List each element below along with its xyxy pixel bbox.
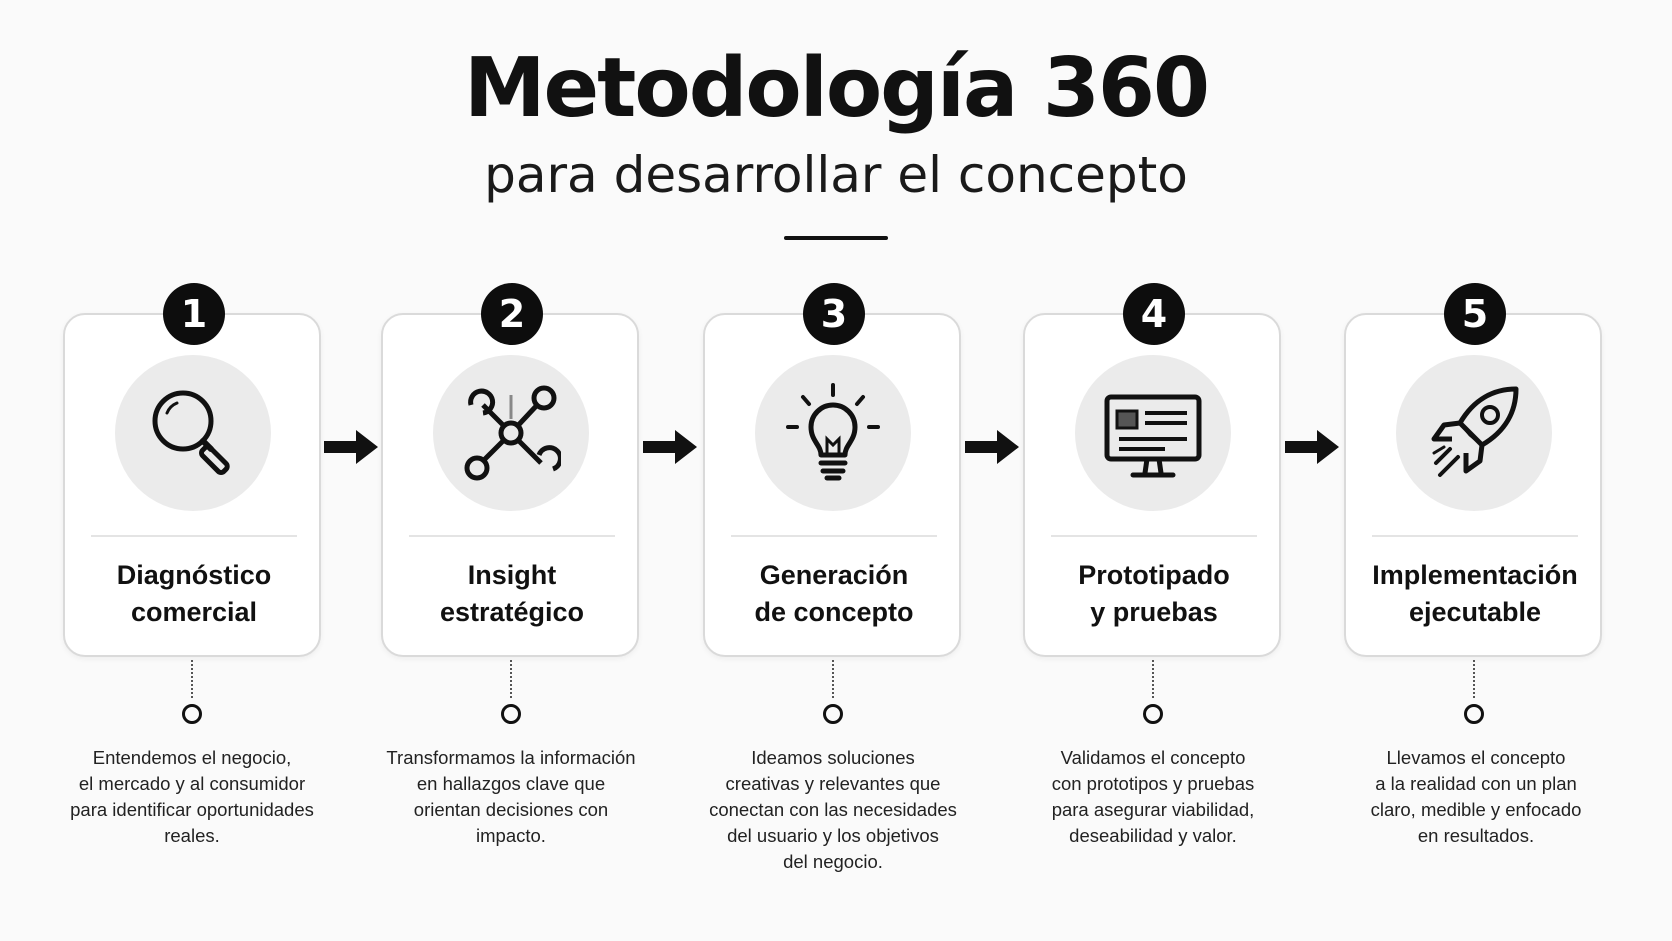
icon-background — [433, 355, 589, 511]
description-line: el mercado y al consumidor — [78, 773, 306, 794]
arrow-right-icon — [1285, 430, 1339, 464]
step-card-1: 1 Diagnóstico comercial — [63, 283, 321, 657]
description-line: creativas y relevantes que — [725, 773, 941, 794]
step-card-2: 2 Insight estratégico — [381, 283, 639, 657]
icon-background — [1396, 355, 1552, 511]
step-title: Generación de concepto — [711, 557, 957, 631]
description-line: para asegurar viabilidad, — [1051, 799, 1255, 820]
step-number-badge: 1 — [163, 283, 225, 345]
description-line: Llevamos el concepto — [1386, 747, 1566, 768]
description-line: en hallazgos clave que — [416, 773, 606, 794]
step-title-line: ejecutable — [1408, 597, 1542, 627]
card-divider — [409, 535, 615, 537]
arrow-right-icon — [324, 430, 378, 464]
card-divider — [731, 535, 937, 537]
page-subtitle: para desarrollar el concepto — [484, 146, 1188, 204]
step-description-3: Ideamos soluciones creativas y relevante… — [698, 745, 968, 875]
card-divider — [91, 535, 297, 537]
dotted-connector — [510, 660, 512, 698]
step-card-4: 4 Prototipado y pruebas — [1023, 283, 1281, 657]
description-line: en resultados. — [1417, 825, 1535, 846]
description-line: con prototipos y pruebas — [1051, 773, 1255, 794]
step-title: Implementación ejecutable — [1352, 557, 1598, 631]
description-line: Entendemos el negocio, — [92, 747, 292, 768]
step-number-badge: 2 — [481, 283, 543, 345]
step-title-line: Diagnóstico — [116, 560, 272, 590]
description-line: orientan decisiones con — [413, 799, 609, 820]
step-description-2: Transformamos la información en hallazgo… — [376, 745, 646, 849]
monitor-icon — [1104, 394, 1202, 478]
step-description-4: Validamos el concepto con prototipos y p… — [1018, 745, 1288, 849]
connector-node — [501, 704, 521, 724]
step-card-3: 3 Generación de concepto — [703, 283, 961, 657]
connector-node — [1143, 704, 1163, 724]
step-number-badge: 3 — [803, 283, 865, 345]
step-title: Diagnóstico comercial — [71, 557, 317, 631]
step-title-line: Prototipado — [1078, 560, 1230, 590]
step-title-line: Insight — [467, 560, 557, 590]
description-line: a la realidad con un plan — [1375, 773, 1577, 794]
connector-node — [1464, 704, 1484, 724]
network-icon — [464, 385, 561, 481]
arrow-right-icon — [643, 430, 697, 464]
step-title-line: Implementación — [1372, 560, 1578, 590]
dotted-connector — [191, 660, 193, 698]
description-line: claro, medible y enfocado — [1370, 799, 1582, 820]
connector-node — [182, 704, 202, 724]
icon-background — [115, 355, 271, 511]
step-description-1: Entendemos el negocio, el mercado y al c… — [57, 745, 327, 849]
description-line: deseabilidad y valor. — [1069, 825, 1237, 846]
icon-background — [1075, 355, 1231, 511]
icon-background — [755, 355, 911, 511]
step-title-line: y pruebas — [1090, 597, 1218, 627]
step-number-badge: 5 — [1444, 283, 1506, 345]
magnifier-icon — [152, 390, 230, 475]
rocket-icon — [1431, 386, 1519, 477]
arrow-right-icon — [965, 430, 1019, 464]
description-line: del negocio. — [783, 851, 883, 872]
description-line: conectan con las necesidades — [709, 799, 957, 820]
description-line: Transformamos la información — [386, 747, 636, 768]
title-divider — [784, 236, 888, 240]
step-title-line: Generación — [759, 560, 909, 590]
step-description-5: Llevamos el concepto a la realidad con u… — [1341, 745, 1611, 849]
dotted-connector — [1473, 660, 1475, 698]
dotted-connector — [1152, 660, 1154, 698]
step-number-badge: 4 — [1123, 283, 1185, 345]
description-line: del usuario y los objetivos — [727, 825, 939, 846]
step-title-line: de concepto — [754, 597, 914, 627]
card-divider — [1372, 535, 1578, 537]
step-card-5: 5 Implementación ejecutable — [1344, 283, 1602, 657]
step-title-line: comercial — [130, 597, 258, 627]
description-line: Ideamos soluciones — [751, 747, 915, 768]
step-title: Insight estratégico — [389, 557, 635, 631]
dotted-connector — [832, 660, 834, 698]
step-title: Prototipado y pruebas — [1031, 557, 1277, 631]
description-line: reales. — [164, 825, 220, 846]
lightbulb-icon — [786, 383, 880, 481]
page-title: Metodología 360 — [463, 41, 1210, 136]
description-line: para identificar oportunidades — [70, 799, 314, 820]
description-line: Validamos el concepto — [1060, 747, 1246, 768]
connector-node — [823, 704, 843, 724]
description-line: impacto. — [476, 825, 546, 846]
step-title-line: estratégico — [439, 597, 585, 627]
card-divider — [1051, 535, 1257, 537]
